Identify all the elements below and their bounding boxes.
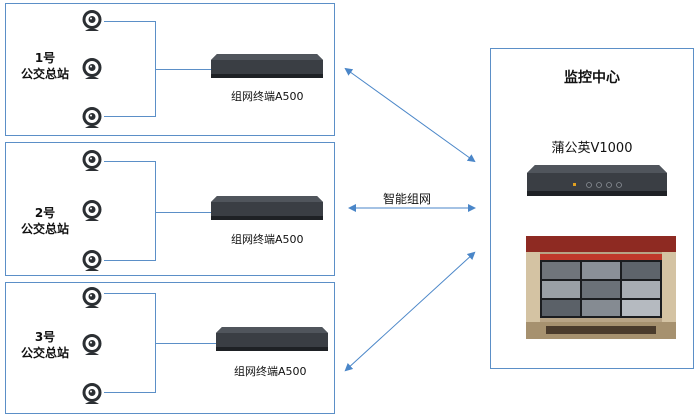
network-label: 智能组网 <box>383 192 432 206</box>
camera-bracket <box>104 161 156 261</box>
station-3-label: 3号 公交总站 <box>14 329 76 361</box>
server-label: 蒲公英V1000 <box>551 141 633 156</box>
station-3-number: 3号 <box>34 330 56 344</box>
station-2-label: 2号 公交总站 <box>14 205 76 237</box>
arrow-station1-center <box>344 67 476 163</box>
camera-icon <box>82 58 102 79</box>
camera-icon <box>82 200 102 221</box>
center-title: 监控中心 <box>564 70 620 86</box>
camera-icon <box>82 334 102 355</box>
camera-icon <box>82 250 102 271</box>
camera-icon <box>82 150 102 171</box>
station-2-box: 2号 公交总站 组网终端A500 <box>5 142 335 276</box>
bracket-link-line <box>156 343 218 344</box>
station-1-number: 1号 <box>34 51 56 65</box>
arrow-station3-center <box>344 251 476 372</box>
station-1-box: 1号 公交总站 组网终端A500 <box>5 3 335 136</box>
station-3-name: 公交总站 <box>20 346 69 360</box>
camera-bracket <box>104 21 156 117</box>
station-1-label: 1号 公交总站 <box>14 50 76 82</box>
device-label: 组网终端A500 <box>231 90 304 103</box>
camera-bracket <box>104 293 156 393</box>
device-label: 组网终端A500 <box>231 233 304 246</box>
network-terminal-device <box>211 54 323 78</box>
camera-icon <box>82 287 102 308</box>
device-label: 组网终端A500 <box>234 365 307 378</box>
station-3-box: 3号 公交总站 组网终端A500 <box>5 282 335 414</box>
monitoring-center-box: 监控中心 蒲公英V1000 <box>490 48 694 369</box>
station-2-number: 2号 <box>34 206 56 220</box>
station-1-name: 公交总站 <box>20 67 69 81</box>
camera-icon <box>82 10 102 31</box>
bracket-link-line <box>156 69 214 70</box>
bracket-link-line <box>156 212 214 213</box>
server-device <box>527 165 667 196</box>
video-wall-image <box>526 236 676 339</box>
camera-icon <box>82 383 102 404</box>
station-2-name: 公交总站 <box>20 222 69 236</box>
network-terminal-device <box>216 327 328 351</box>
camera-icon <box>82 107 102 128</box>
network-terminal-device <box>211 196 323 220</box>
